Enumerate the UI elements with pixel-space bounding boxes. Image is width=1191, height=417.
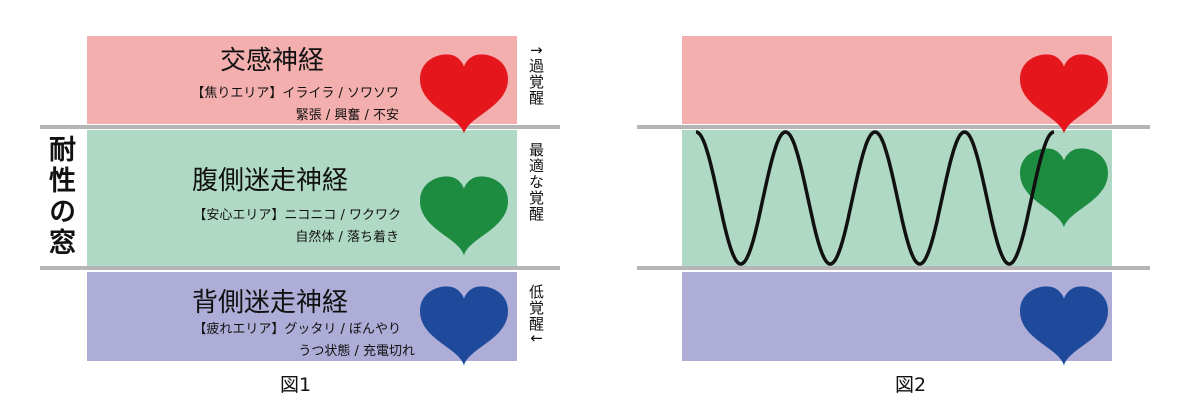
window-of-tolerance-label: 耐性の窓 [44,135,75,259]
wave-line [695,130,1055,266]
upper-window-line [40,125,560,129]
fig2-green-heart-icon [1020,148,1108,228]
green-heart-icon [420,176,508,256]
dorsal-title: 背側迷走神経 [192,288,349,318]
blue-heart-icon [420,286,508,366]
figure2-caption: 図2 [895,374,927,396]
sympathetic-line1: 【焦りエリア】イライラ / ソワソワ [191,86,399,101]
fig2-upper-line [637,125,1150,129]
figure1-caption: 図1 [280,374,312,396]
sympathetic-line2: 緊張 / 興奮 / 不安 [295,108,399,123]
hypoarousal-label: 低覚醒↓ [527,284,545,346]
optimal-arousal-label: 最適な覚醒 [527,142,545,222]
fig2-blue-heart-icon [1020,286,1108,366]
ventral-title: 腹側迷走神経 [192,166,349,196]
ventral-line2: 自然体 / 落ち着き [295,230,399,245]
arousal-wave [695,130,1055,266]
fig2-lower-line [637,266,1150,270]
dorsal-line1: 【疲れエリア】グッタリ / ぼんやり [193,322,401,337]
ventral-line1: 【安心エリア】ニコニコ / ワクワク [193,208,401,223]
red-heart-icon [420,54,508,134]
fig2-red-heart-icon [1020,54,1108,134]
hyperarousal-label: ↑過覚醒 [527,44,545,106]
sympathetic-title: 交感神経 [220,46,325,76]
dorsal-line2: うつ状態 / 充電切れ [298,344,415,359]
lower-window-line [40,266,560,270]
